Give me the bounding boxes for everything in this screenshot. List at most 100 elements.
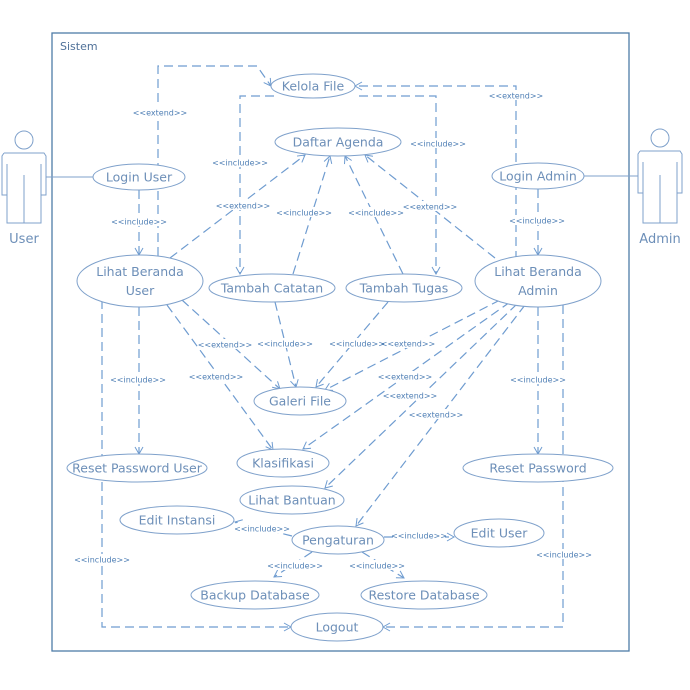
relationship-label: <<include>>: [212, 159, 268, 168]
use-case-ellipse: [360, 580, 488, 610]
use-case-ellipse: [76, 254, 204, 308]
relationship-label: <<extend>>: [381, 340, 436, 349]
use-case-label: Reset Password: [489, 461, 586, 476]
use-case-ellipse: [253, 386, 347, 416]
relationship-label: <<extend>>: [409, 411, 464, 420]
relationship-label: <<include>>: [234, 525, 290, 534]
relationship-label-bg: [511, 215, 563, 225]
use-case-kelola-file[interactable]: Kelola File: [270, 73, 356, 99]
use-case-logout[interactable]: Logout: [290, 612, 384, 642]
relationship-label: <<extend>>: [383, 392, 438, 401]
actor-admin-head: [650, 128, 670, 148]
relationship-label-bg: [269, 560, 321, 570]
relationship-label-bg: [214, 157, 266, 167]
use-case-label: Tambah Tugas: [359, 281, 449, 296]
system-label: Sistem: [60, 40, 98, 53]
relationship-extend-lihat-beranda-user-to-galeri-file: [181, 299, 281, 390]
use-case-klasifikasi[interactable]: Klasifikasi: [236, 448, 330, 478]
relationship-labels: <<include>><<include>><<extend>><<extend…: [74, 90, 592, 571]
relationship-label-bg: [219, 200, 267, 210]
use-case-label: Lihat Bantuan: [248, 493, 335, 508]
relationship-label: <<extend>>: [198, 341, 253, 350]
relationship-label-bg: [113, 216, 165, 226]
use-case-login-admin[interactable]: Login Admin: [491, 162, 585, 190]
use-case-label-line: Admin: [518, 283, 558, 298]
use-case-ellipse: [453, 518, 545, 548]
use-case-edit-instansi[interactable]: Edit Instansi: [119, 505, 235, 535]
relationship-include-tambah-tugas-to-galeri-file: [315, 301, 389, 388]
relationship-label: <<include>>: [348, 209, 404, 218]
actor-user-head: [14, 130, 34, 150]
use-case-ellipse: [491, 162, 585, 190]
relationship-extend-lihat-beranda-user-to-kelola-file: [157, 65, 272, 256]
use-case-galeri-file[interactable]: Galeri File: [253, 386, 347, 416]
use-case-label: Restore Database: [368, 588, 479, 603]
use-case-label-line: Lihat Beranda: [494, 264, 581, 279]
use-case-tambah-catatan[interactable]: Tambah Catatan: [208, 273, 336, 303]
actor-admin[interactable]: [637, 128, 683, 224]
use-case-tambah-tugas[interactable]: Tambah Tugas: [345, 273, 463, 303]
relationship-label: <<include>>: [74, 556, 130, 565]
use-case-ellipse: [190, 580, 320, 610]
use-case-ellipse: [345, 273, 463, 303]
relationship-include-tambah-tugas-to-daftar-agenda: [343, 155, 404, 275]
relationship-label-bg: [201, 339, 249, 349]
use-case-edit-user[interactable]: Edit User: [453, 518, 545, 548]
use-case-ellipse: [208, 273, 336, 303]
use-case-restore-database[interactable]: Restore Database: [360, 580, 488, 610]
use-case-label: Tambah Catatan: [220, 281, 323, 296]
use-case-backup-database[interactable]: Backup Database: [190, 580, 320, 610]
relationship-extend-lihat-beranda-admin-to-pengaturan: [355, 304, 526, 527]
use-case-pengaturan[interactable]: Pengaturan: [291, 525, 385, 555]
relationship-label: <<include>>: [257, 340, 313, 349]
use-case-label-line: User: [126, 283, 155, 298]
relationship-label-bg: [381, 371, 429, 381]
use-case-label: Galeri File: [269, 394, 331, 409]
relationship-label-bg: [412, 409, 460, 419]
use-case-lihat-bantuan[interactable]: Lihat Bantuan: [239, 485, 345, 515]
use-case-ellipse: [236, 448, 330, 478]
relationship-label: <<include>>: [110, 376, 166, 385]
use-case-ellipse: [66, 453, 208, 483]
use-case-reset-password-user[interactable]: Reset Password User: [66, 453, 208, 483]
relationship-label-bg: [406, 201, 454, 211]
relationship-label-bg: [492, 90, 540, 100]
use-case-label: Kelola File: [282, 79, 345, 94]
relationship-label-bg: [384, 338, 432, 348]
relationship-include-kelola-file-to-tambah-catatan: [235, 95, 274, 276]
use-case-reset-password[interactable]: Reset Password: [462, 453, 614, 483]
relationship-label: <<extend>>: [489, 92, 544, 101]
actor-user-label: User: [9, 232, 39, 247]
relationship-label: <<include>>: [111, 218, 167, 227]
use-case-daftar-agenda[interactable]: Daftar Agenda: [274, 127, 402, 157]
actor-admin-label: Admin: [639, 232, 680, 247]
use-case-label: Logout: [316, 620, 359, 635]
relationship-label: <<include>>: [329, 340, 385, 349]
use-case-ellipse: [474, 254, 602, 308]
use-case-login-user[interactable]: Login User: [92, 163, 186, 191]
relationship-label-bg: [351, 560, 403, 570]
use-case-ellipse: [462, 453, 614, 483]
relationship-label: <<include>>: [276, 209, 332, 218]
relationship-include-lihat-beranda-admin-to-logout: [381, 305, 564, 632]
actor-user[interactable]: [1, 130, 47, 224]
use-case-label: Klasifikasi: [252, 456, 314, 471]
relationship-label-bg: [512, 374, 564, 384]
relationship-label-bg: [538, 549, 590, 559]
relationship-label-bg: [350, 207, 402, 217]
relationship-label: <<extend>>: [189, 373, 244, 382]
relationship-label-bg: [331, 338, 383, 348]
relationship-label-bg: [278, 207, 330, 217]
use-case-label: Reset Password User: [72, 461, 203, 476]
relationship-label-bg: [236, 523, 288, 533]
relationship-label: <<include>>: [509, 217, 565, 226]
use-case-label: Login User: [106, 170, 173, 185]
use-case-ellipse: [119, 505, 235, 535]
relationship-include-lihat-beranda-user-to-logout: [101, 300, 293, 632]
relationship-label-bg: [259, 338, 311, 348]
relationship-include-pengaturan-to-restore-database: [361, 551, 405, 579]
relationship-label-bg: [112, 374, 164, 384]
